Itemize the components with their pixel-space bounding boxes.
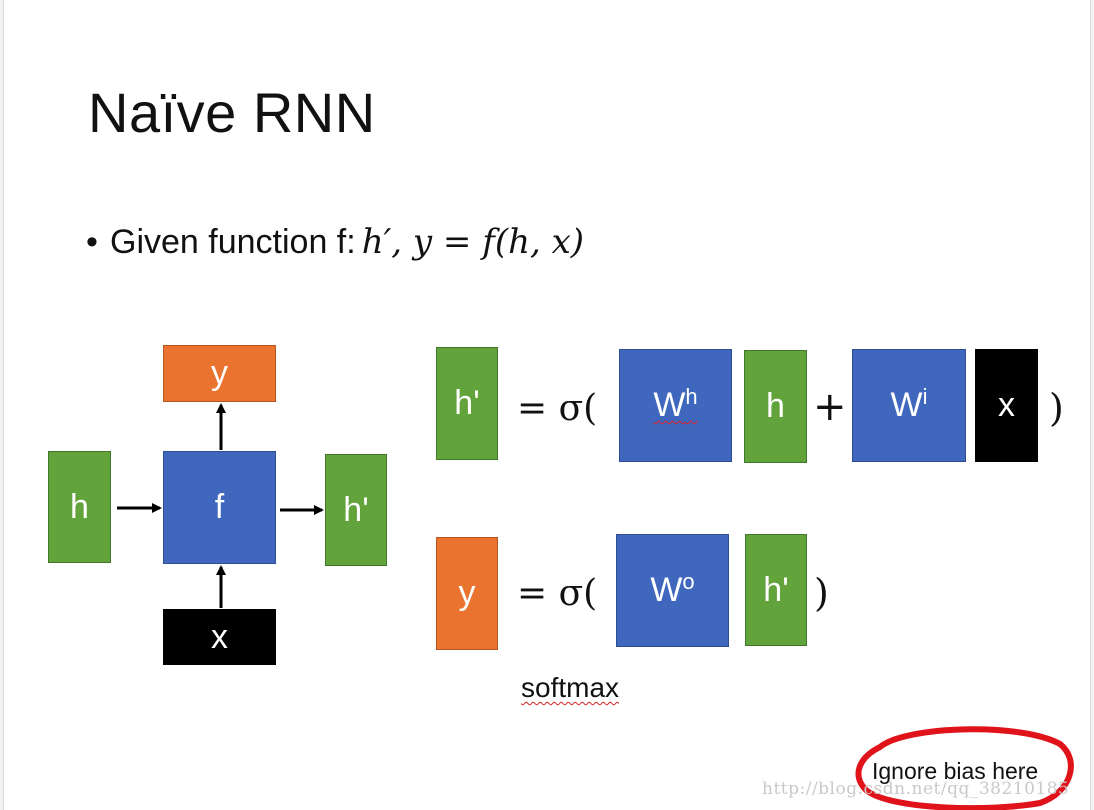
input-h-label: h — [70, 487, 89, 526]
eq1-weight-h-label: Wh — [653, 384, 698, 425]
bullet-text: Given function f: — [110, 223, 356, 261]
eq2-y-box: y — [436, 537, 498, 650]
eq1-weight-h-base: W — [653, 386, 686, 424]
eq2-weight-o-label: Wo — [650, 569, 695, 610]
annotation-circle — [855, 726, 1074, 810]
function-f-label: f — [214, 488, 225, 526]
eq1-weight-h-box: Wh — [619, 349, 732, 462]
output-y-box: y — [163, 345, 276, 402]
eq1-h-label: h — [766, 387, 785, 425]
eq1-equals-sigma: = σ( — [517, 388, 598, 429]
eq1-weight-i-box: Wi — [852, 349, 966, 462]
output-y-label: y — [211, 354, 228, 392]
eq2-equals-sigma: = σ( — [517, 573, 598, 614]
bullet-item: • Given function f:h′, y = f(h, x) — [86, 222, 584, 262]
input-x-label: x — [211, 617, 228, 656]
output-h-prime-label: h' — [343, 490, 369, 529]
watermark: http://blog.csdn.net/qq_38210185 — [762, 779, 1070, 799]
eq1-weight-i-sup: i — [922, 384, 928, 409]
eq1-weight-h-sup: h — [685, 384, 698, 409]
softmax-label: softmax — [521, 672, 620, 703]
annotation-note: Ignore bias here — [872, 758, 1039, 784]
eq1-h-prime-label: h' — [454, 384, 480, 422]
input-x-box: x — [163, 609, 276, 665]
eq2-y-label: y — [458, 574, 476, 612]
eq1-h-box: h — [744, 350, 807, 463]
eq1-x-box: x — [975, 349, 1038, 462]
bullet-formula: h′, y = f(h, x) — [361, 222, 585, 262]
eq1-weight-i-label: Wi — [890, 384, 928, 425]
eq1-weight-i-base: W — [890, 386, 923, 424]
eq1-plus: + — [813, 384, 847, 430]
eq1-x-label: x — [998, 386, 1015, 424]
bullet-dot: • — [86, 223, 98, 261]
input-h-box: h — [48, 451, 111, 563]
eq2-close-paren: ) — [814, 571, 829, 615]
eq2-h-prime-label: h' — [763, 570, 789, 609]
eq2-weight-o-sup: o — [682, 569, 695, 594]
eq2-weight-o-base: W — [650, 571, 683, 609]
eq1-h-prime-box: h' — [436, 347, 498, 460]
output-h-prime-box: h' — [325, 454, 387, 566]
eq2-h-prime-box: h' — [745, 534, 807, 646]
eq1-close-paren: ) — [1049, 386, 1064, 430]
eq2-weight-o-box: Wo — [616, 534, 729, 647]
slide-title: Naïve RNN — [88, 81, 376, 144]
function-f-box: f — [163, 451, 276, 564]
